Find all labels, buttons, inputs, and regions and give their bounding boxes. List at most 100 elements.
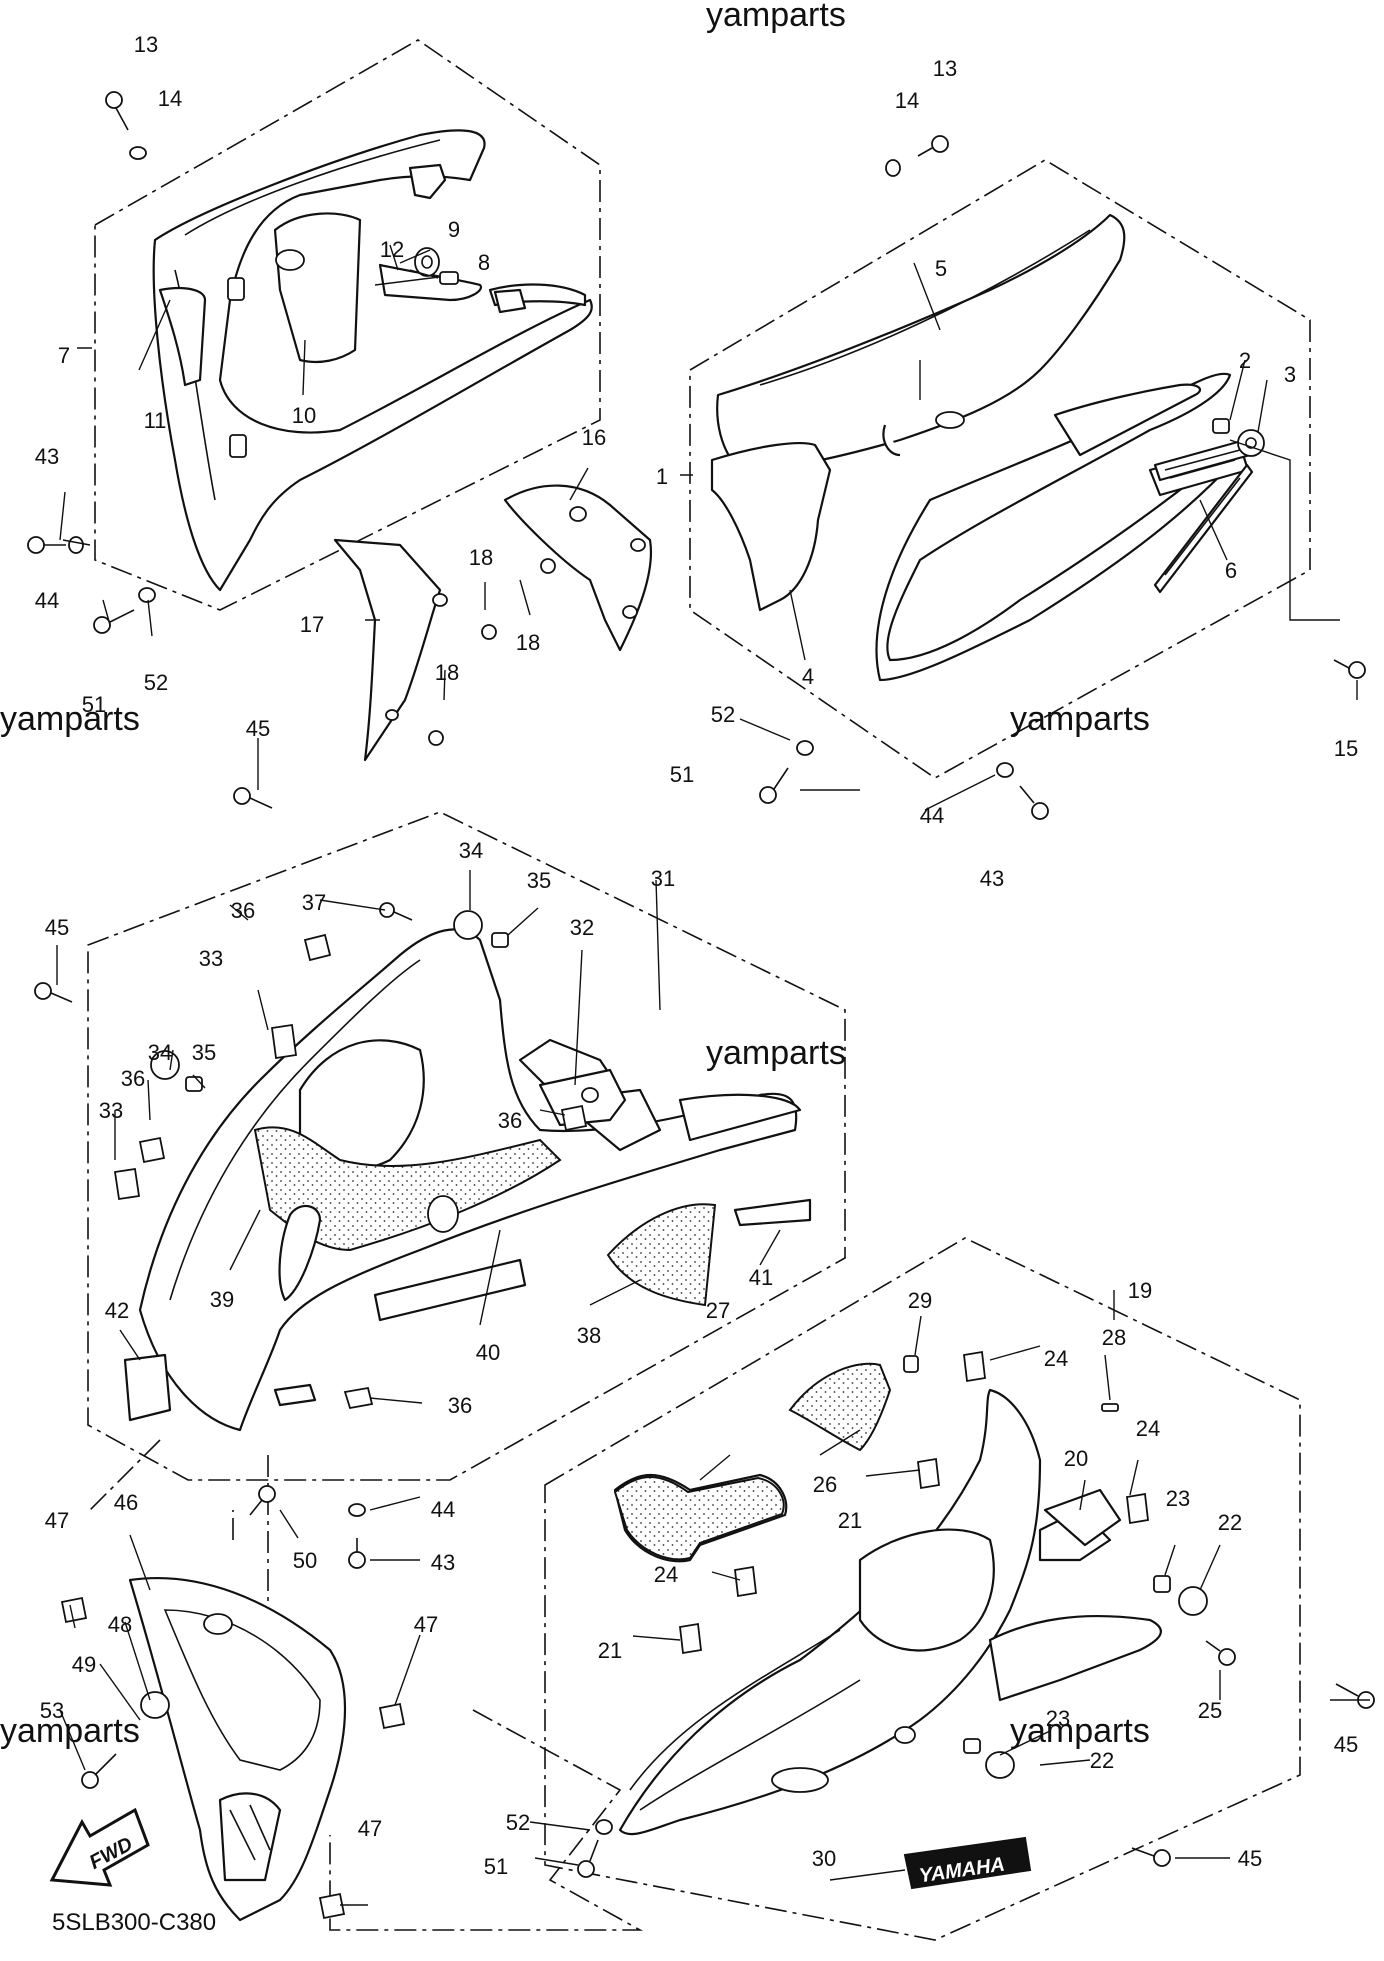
callout: 24 — [1136, 1416, 1160, 1441]
callout: 16 — [582, 425, 606, 450]
callout: 6 — [1225, 558, 1237, 583]
under-cowling-19 — [613, 1362, 1162, 1836]
watermark: yamparts — [1010, 700, 1150, 738]
callout: 42 — [105, 1298, 129, 1323]
clip-33 — [113, 1023, 298, 1201]
callout: 34 — [459, 838, 483, 863]
callout: 13 — [134, 32, 158, 57]
screw-50 — [249, 1485, 276, 1516]
callout: 36 — [498, 1108, 522, 1133]
clip-24 — [734, 1350, 1149, 1598]
callout: 22 — [1090, 1748, 1114, 1773]
callout: 8 — [478, 250, 490, 275]
screw-25 — [1205, 1640, 1236, 1666]
callout: 34 — [148, 1040, 172, 1065]
group-boundary-31 — [87, 811, 846, 1481]
callout: 46 — [114, 1490, 138, 1515]
callout: 5 — [935, 256, 947, 281]
collar-8 — [439, 271, 459, 285]
callout: 20 — [1064, 1446, 1088, 1471]
callout: 36 — [448, 1393, 472, 1418]
callout: 47 — [358, 1816, 382, 1841]
callout: 29 — [908, 1288, 932, 1313]
bracket-32 — [538, 1068, 627, 1127]
callout: 43 — [980, 866, 1004, 891]
callout: 10 — [292, 403, 316, 428]
callout: 47 — [45, 1508, 69, 1533]
callout: 22 — [1218, 1510, 1242, 1535]
callout: 14 — [895, 88, 919, 113]
callout: 36 — [121, 1066, 145, 1091]
callout: 21 — [838, 1508, 862, 1533]
screw-15 — [1333, 659, 1366, 679]
callout: 11 — [144, 408, 167, 433]
lower-fairing-31 — [123, 928, 812, 1432]
callout: 18 — [516, 630, 540, 655]
callout: 33 — [199, 946, 223, 971]
callout: 47 — [414, 1612, 438, 1637]
callout: 28 — [1102, 1325, 1126, 1350]
callout: 7 — [58, 343, 70, 368]
callout: 45 — [45, 915, 69, 940]
group-boundary-19 — [544, 1237, 1301, 1941]
washer-44 — [68, 536, 1014, 1517]
decal-6 — [1153, 463, 1254, 594]
callout: 44 — [920, 803, 944, 828]
bracket-12 — [493, 288, 527, 314]
callout: 38 — [577, 1323, 601, 1348]
callout: 50 — [293, 1548, 317, 1573]
callout: 52 — [144, 670, 168, 695]
callout: 36 — [231, 898, 255, 923]
callout: 21 — [598, 1638, 622, 1663]
callout: 18 — [435, 660, 459, 685]
watermark: yamparts — [0, 700, 140, 738]
screw-18 — [428, 558, 556, 746]
callout: 45 — [1238, 1846, 1262, 1871]
callout: 3 — [1284, 362, 1296, 387]
callout: 26 — [813, 1472, 837, 1497]
callout: 27 — [706, 1298, 730, 1323]
grommet-9 — [414, 247, 440, 277]
callout: 40 — [476, 1340, 500, 1365]
callout: 2 — [1239, 348, 1251, 373]
screw-53 — [81, 1753, 117, 1789]
callout: 52 — [506, 1810, 530, 1835]
callout: 43 — [431, 1550, 455, 1575]
washer-14 — [129, 146, 901, 177]
callout: 32 — [570, 915, 594, 940]
callout: 35 — [527, 868, 551, 893]
callout: 13 — [933, 56, 957, 81]
callout: 44 — [431, 1497, 455, 1522]
watermark: yamparts — [0, 1712, 140, 1750]
callout: 30 — [812, 1846, 836, 1871]
callout: 31 — [651, 866, 675, 891]
side-cowling-right — [710, 213, 1252, 682]
callout: 1 — [656, 464, 668, 489]
watermark: yamparts — [706, 1034, 846, 1072]
callout: 51 — [484, 1854, 508, 1879]
collar-23 — [963, 1575, 1171, 1754]
fwd-arrow-icon: FWD — [49, 1807, 150, 1887]
callout: 37 — [302, 890, 326, 915]
grommet-34 — [150, 910, 483, 1080]
callout: 52 — [711, 702, 735, 727]
callouts: 13 14 9 8 12 7 11 10 43 44 51 52 14 13 5… — [35, 32, 1358, 1879]
callout: 43 — [35, 444, 59, 469]
collar-2 — [1212, 418, 1230, 434]
watermark: yamparts — [1010, 1712, 1150, 1750]
callout: 14 — [158, 86, 182, 111]
inner-panel-46 — [128, 1576, 347, 1922]
callout: 18 — [469, 545, 493, 570]
yamaha-decal-30: YAMAHA — [903, 1836, 1032, 1890]
callout: 51 — [82, 692, 106, 717]
callout: 25 — [1198, 1698, 1222, 1723]
leader-lines — [56, 244, 1370, 1906]
diagram-code: 5SLB300-C380 — [52, 1909, 216, 1936]
callout: 12 — [380, 237, 404, 262]
callout: 45 — [1334, 1732, 1358, 1757]
grommet-48 — [140, 1691, 170, 1719]
callout: 19 — [1128, 1278, 1152, 1303]
callout: 51 — [670, 762, 694, 787]
callout: 49 — [72, 1652, 96, 1677]
